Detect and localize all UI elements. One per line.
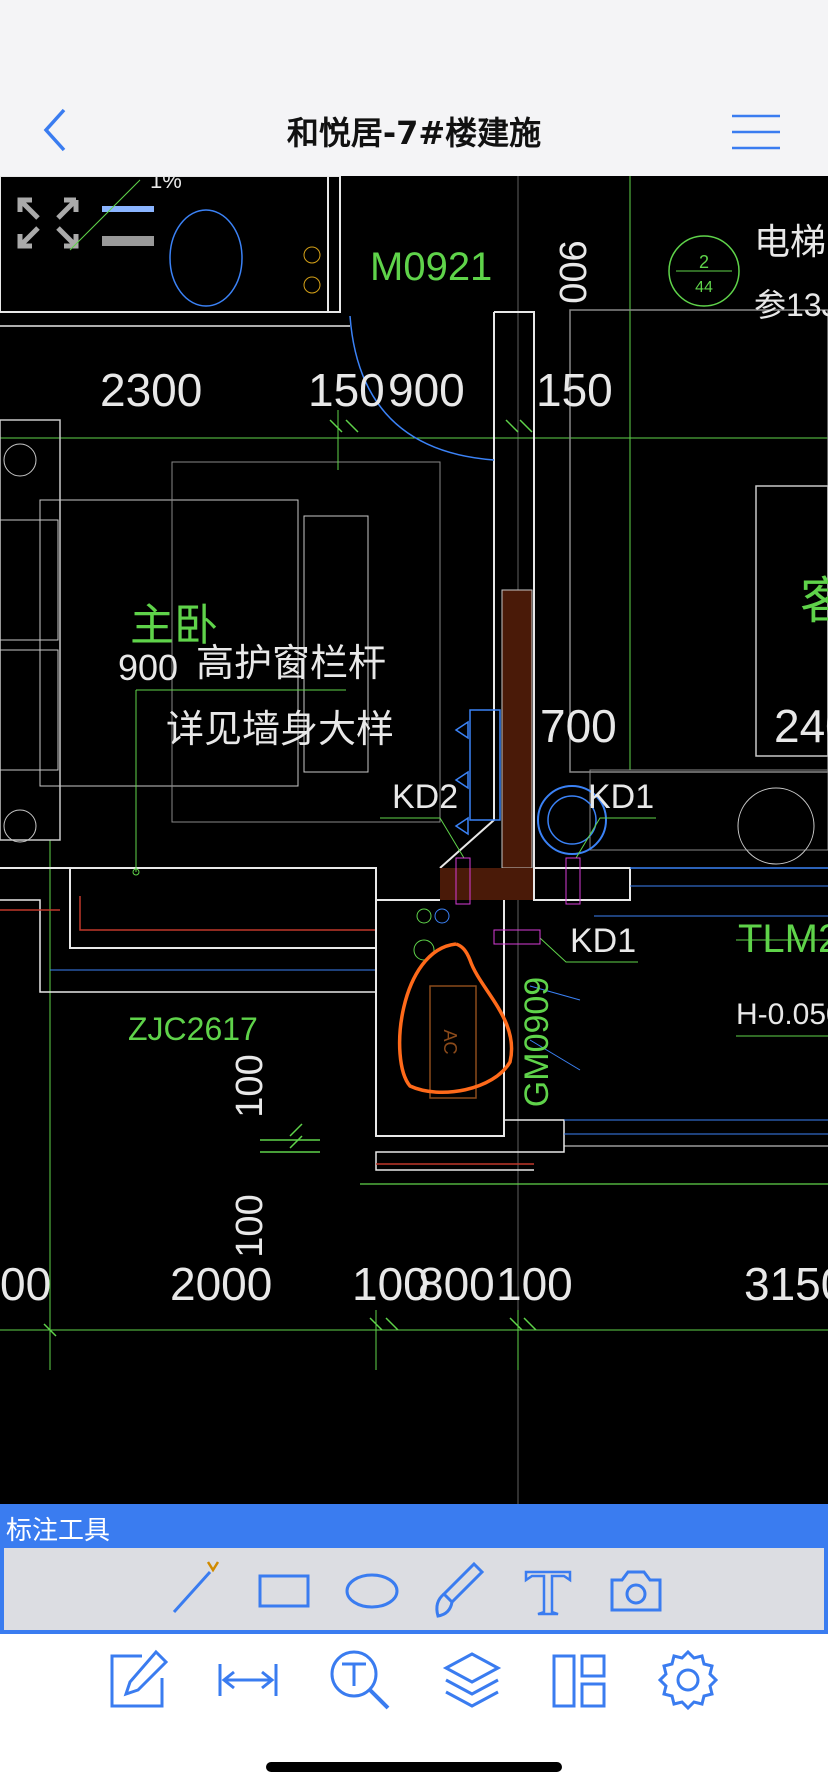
ellipse-tool-icon bbox=[345, 1573, 399, 1609]
text-tool-icon bbox=[524, 1570, 572, 1616]
settings-button[interactable] bbox=[656, 1648, 720, 1712]
axis-bubble-den: 44 bbox=[695, 279, 713, 296]
measure-icon bbox=[218, 1664, 278, 1696]
dim-bottom-3150: 3150 bbox=[744, 1258, 828, 1310]
layers-icon bbox=[442, 1652, 502, 1708]
edit-button[interactable] bbox=[106, 1648, 170, 1712]
kd2-label: KD2 bbox=[392, 778, 458, 816]
ac-label: AC bbox=[440, 1029, 460, 1054]
rail-note-1: 高护窗栏杆 bbox=[196, 643, 386, 685]
brush-tool-button[interactable] bbox=[430, 1558, 490, 1620]
nav-header: 和悦居-7#楼建施 bbox=[0, 0, 828, 176]
door-code-m0921: M0921 bbox=[370, 245, 492, 289]
dim-mid-240: 240 bbox=[774, 700, 828, 752]
elevator-note-2: 参13J4 bbox=[754, 287, 828, 323]
dim-top-2300: 2300 bbox=[100, 364, 202, 416]
dim-top-900: 900 bbox=[388, 364, 465, 416]
layers-button[interactable] bbox=[440, 1648, 504, 1712]
dim-bottom-100b: 100 bbox=[496, 1258, 573, 1310]
dim-bottom-800: 800 bbox=[418, 1258, 495, 1310]
elevation-label: H-0.050 bbox=[736, 998, 828, 1031]
rectangle-tool-icon bbox=[258, 1574, 310, 1608]
zjc-label: ZJC2617 bbox=[128, 1011, 258, 1047]
kd1-label-top: KD1 bbox=[588, 778, 654, 816]
measure-button[interactable] bbox=[216, 1648, 280, 1712]
layout-button[interactable] bbox=[548, 1648, 612, 1712]
tlm-label: TLM24 bbox=[738, 917, 828, 961]
text-tool-button[interactable] bbox=[518, 1558, 578, 1620]
elevator-note-1: 电梯井 bbox=[754, 221, 828, 262]
camera-tool-button[interactable] bbox=[606, 1558, 666, 1620]
layout-icon bbox=[552, 1654, 606, 1708]
edit-icon bbox=[110, 1649, 169, 1708]
dim-top-150b: 150 bbox=[536, 364, 613, 416]
settings-icon bbox=[657, 1649, 719, 1711]
text-search-button[interactable] bbox=[328, 1648, 392, 1712]
expand-view-icon[interactable] bbox=[17, 197, 79, 249]
menu-button[interactable] bbox=[728, 112, 784, 152]
back-button[interactable] bbox=[34, 104, 78, 156]
chevron-left-icon bbox=[43, 108, 66, 152]
dim-bottom-00: 00 bbox=[0, 1258, 51, 1310]
dim-vertical-100a: 100 bbox=[229, 1054, 271, 1117]
axis-bubble-num: 2 bbox=[699, 252, 709, 272]
annotation-toolbar-title: 标注工具 bbox=[6, 1516, 111, 1546]
text-search-icon bbox=[330, 1650, 390, 1710]
slope-label: 1% bbox=[150, 176, 182, 193]
kd1-label-bottom: KD1 bbox=[570, 922, 636, 960]
room-label-master-bedroom: 主卧 bbox=[130, 601, 218, 650]
brush-tool-icon bbox=[435, 1561, 485, 1618]
home-indicator[interactable] bbox=[266, 1762, 562, 1772]
line-tool-button[interactable] bbox=[166, 1558, 226, 1620]
gm-label: GM0909 bbox=[518, 977, 556, 1107]
dim-mid-700: 700 bbox=[540, 700, 617, 752]
dim-top-150a: 150 bbox=[308, 364, 385, 416]
camera-tool-icon bbox=[610, 1570, 662, 1612]
page-title: 和悦居-7#楼建施 bbox=[286, 114, 542, 152]
room-label-living: 客 bbox=[800, 573, 828, 629]
annotation-tools-tray bbox=[4, 1548, 824, 1630]
hamburger-menu-icon bbox=[732, 114, 780, 150]
dim-top-vertical: 900 bbox=[551, 240, 593, 303]
annotation-toolbar bbox=[0, 1548, 828, 1634]
rail-note-2: 详见墙身大样 bbox=[166, 709, 394, 751]
rectangle-tool-button[interactable] bbox=[254, 1558, 314, 1620]
line-tool-icon bbox=[172, 1561, 220, 1614]
dim-mid-900: 900 bbox=[118, 647, 178, 688]
annotation-toolbar-header: 标注工具 bbox=[0, 1504, 828, 1548]
dim-bottom-2000: 2000 bbox=[170, 1258, 272, 1310]
dim-bottom-100a: 100 bbox=[352, 1258, 429, 1310]
dim-vertical-100b: 100 bbox=[229, 1194, 271, 1257]
ellipse-tool-button[interactable] bbox=[342, 1558, 402, 1620]
cad-drawing-canvas[interactable]: 1% M0921 900 2 44 电梯井 参13J4 2300 150 900… bbox=[0, 176, 828, 1504]
